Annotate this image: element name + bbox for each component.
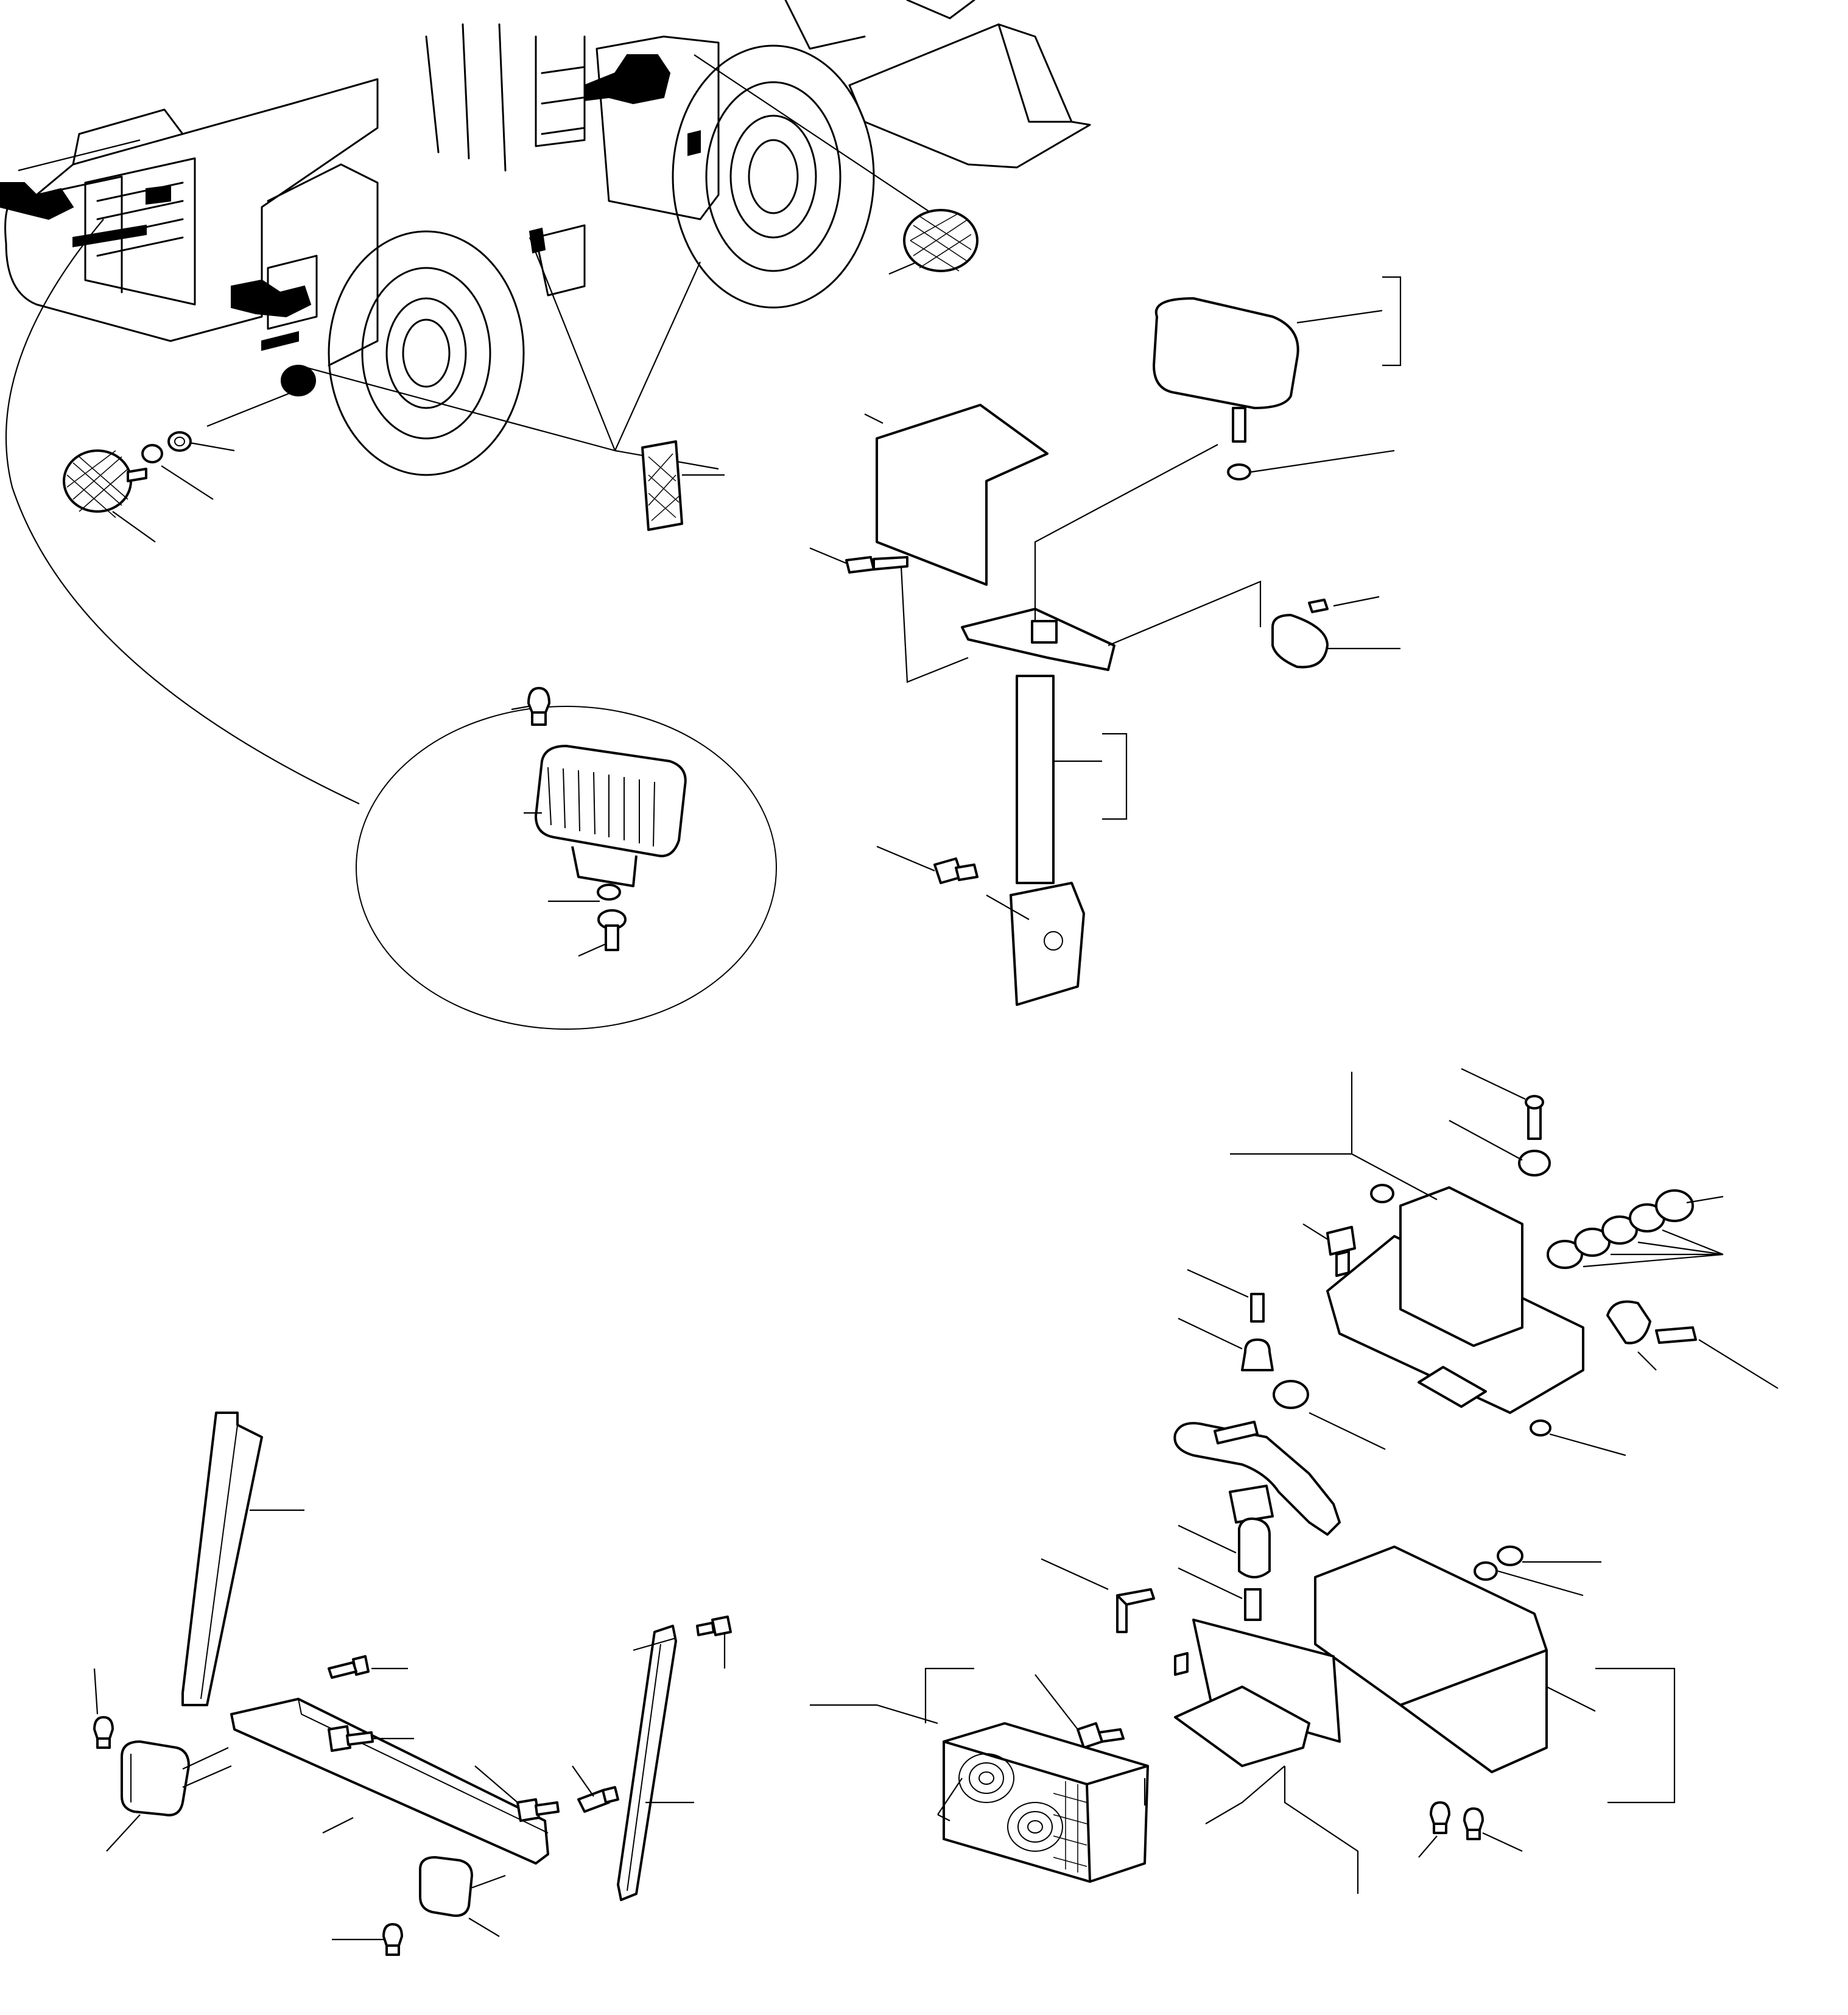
light-bar-assembly bbox=[93, 1412, 732, 1956]
work-lamp-detail-circle bbox=[356, 687, 777, 1030]
mirror-bracket-assembly bbox=[809, 276, 1402, 1006]
leader-lines-top bbox=[5, 54, 932, 804]
rectangular-reflector bbox=[641, 440, 725, 531]
rear-lamp-bracket-assembly bbox=[810, 1068, 1779, 1894]
round-reflector-left bbox=[63, 431, 192, 518]
round-reflector-rear bbox=[903, 209, 978, 272]
wheel-loader-machine bbox=[0, 0, 1091, 476]
